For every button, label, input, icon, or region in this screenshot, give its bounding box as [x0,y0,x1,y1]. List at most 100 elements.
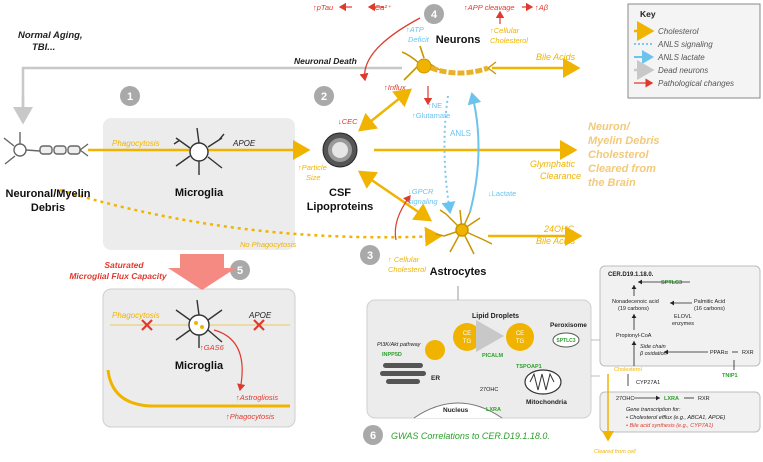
nonadecenoic-label-2: (19 carbons) [618,306,649,312]
neuron-death-arrow [359,17,421,82]
pathway-panel-top [599,265,761,367]
pathway-cholesterol: Cholesterol [614,367,642,373]
lactate-label: ↓Lactate [488,189,516,198]
svg-text:Myelin Debris: Myelin Debris [588,135,660,147]
saturated-microglia-panel [102,288,296,428]
neuron-icon [401,45,497,81]
csf-label-1: CSF [329,187,351,199]
no-phagocytosis-arrow [59,188,443,247]
cellular-chol-label-2: Cholesterol [490,36,528,45]
lipid-droplets-label: Lipid Droplets [472,313,519,320]
svg-text:Dead neurons: Dead neurons [658,66,708,75]
ohc-label-1: 24OHC [543,224,575,234]
glymphatic-label-2: Clearance [540,171,581,181]
propionyl-label: Propionyl-CoA [616,333,652,339]
svg-text:Cleared from: Cleared from [588,163,656,175]
tnip1-label: TNIP1 [722,373,738,379]
debris-label-1: Neuronal/Myelin [6,188,91,200]
pi3k-label: PI3K/Akt pathway [377,342,422,348]
nucleus-label: Nucleus [443,407,469,414]
svg-text:4: 4 [431,9,438,21]
ppara-label: PPARα [710,350,729,356]
svg-text:the Brain: the Brain [588,177,636,189]
gene-tx-label: Gene transcription for: [626,407,681,413]
particle-label-1: ↑Particle [298,163,327,172]
elovl-label-1: ELOVL [674,314,692,320]
pathway-panel-bottom [599,391,761,433]
side-chain-label-1: Side chain [640,344,666,350]
svg-text:TG: TG [516,339,525,345]
microglia-icon [173,127,225,175]
glymphatic-label-1: Glymphatic [530,159,576,169]
svg-text:Cholesterol: Cholesterol [658,27,699,36]
cell-lxra-label: LXRA [486,407,501,413]
saturated-label-1: Saturated [104,260,144,270]
svg-text:2: 2 [321,91,327,103]
p5-apoe-label: APOE [248,311,272,320]
csf-neuron-arrow [358,88,412,132]
no-phagocytosis-label: No Phagocytosis [240,240,297,249]
svg-text:1: 1 [127,91,133,103]
neuronal-death-label: Neuronal Death [294,56,357,66]
abeta-label: ↑Aβ [535,3,549,12]
peroxisome-icon [552,332,580,348]
atp-label-1: ↑ATP [406,25,424,34]
csf-label-2: Lipoproteins [307,201,374,213]
tspoap1-label: TSPOAP1 [516,364,542,370]
gas6-label: ↑GAS6 [200,343,225,352]
efflux-label: • Cholesterol efflux (e.g., ABCA1, APOE) [626,415,726,421]
dead-neuron-path [21,66,402,122]
influx-label: ↑Influx [384,83,406,92]
gpcr-label-2: signaling [408,197,438,206]
astro-chol-label-1: ↑ Cellular [388,255,420,264]
svg-text:6: 6 [370,430,376,442]
gwas-label: GWAS Correlations to CER.D19.1.18.0. [391,431,550,441]
neurons-label: Neurons [436,34,481,46]
pathway-sptlc3: SPTLC3 [661,280,682,286]
step-badges: 1 2 3 4 5 6 [120,4,444,445]
anls-lactate-arrow [467,92,482,213]
microglia-label: Microglia [175,187,224,199]
phagocytosis-label: Phagocytosis [112,139,160,148]
pathway-title: CER.D19.1.18.0. [608,272,654,278]
lipid-droplet-1 [453,323,481,351]
palmitic-label-2: (16 carbons) [694,306,725,312]
nucleus-icon [413,402,503,419]
p5-phagocytosis-label: Phagocytosis [112,311,160,320]
peroxisome-label: Peroxisome [550,322,587,329]
svg-text:CE: CE [516,331,524,337]
svg-text:SPTLC3: SPTLC3 [556,338,575,344]
block-x-icon [141,319,265,331]
gpcr-label-1: ↓GPCR [408,187,434,196]
mitochondria-label: Mitochondria [526,399,567,406]
svg-text:ANLS signaling: ANLS signaling [657,40,713,49]
svg-text:Key: Key [640,9,656,19]
cleared-label: Neuron/ Myelin Debris Cholesterol Cleare… [588,121,660,189]
bile-acids-label: Bile Acids [536,52,576,62]
astro-chol-label-2: Cholesterol [388,265,426,274]
small-lipid-droplet [425,340,445,360]
er-label: ER [431,375,440,382]
saturated-microglia-icon [175,299,223,348]
svg-text:ANLS lactate: ANLS lactate [657,53,705,62]
svg-text:5: 5 [237,265,243,277]
anls-label: ANLS [450,129,471,138]
glutamate-label: ↑Glutamate [412,111,450,120]
astrocyte-icon [435,209,493,255]
palmitic-label-1: Palmitic Acid [694,299,725,305]
svg-text:Pathological changes: Pathological changes [658,79,734,88]
csf-lipoprotein-icon [322,132,358,168]
cyp27a1-label: CYP27A1 [636,380,660,386]
svg-text:Cholesterol: Cholesterol [588,149,649,161]
phagocytosis-up-label: ↑Phagocytosis [226,412,275,421]
ptau-label: ↑pTau [313,3,334,12]
saturated-label-2: Microglial Flux Capacity [69,271,168,281]
tbi-label: TBI... [32,42,55,53]
nonadecenoic-label-1: Nonadecenoic acid [612,299,659,305]
svg-text:TG: TG [463,339,472,345]
cell-27ohc-label: 27OHC [480,387,498,393]
gas6-arrow [213,329,246,392]
pathway-lxra: LXRA [664,396,679,402]
